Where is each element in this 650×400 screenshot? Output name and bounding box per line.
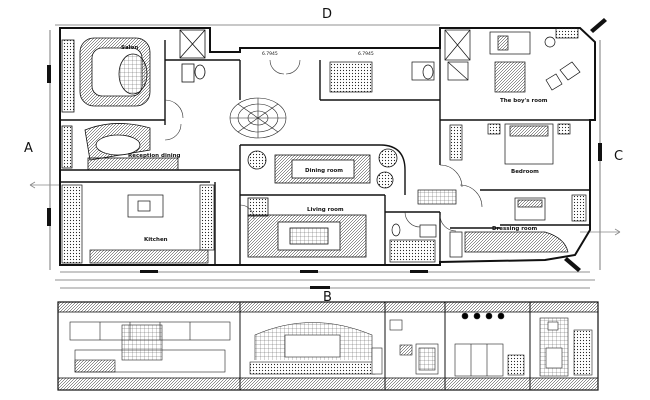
axis-marker-right: C [614, 149, 623, 164]
section-arrows [29, 181, 621, 236]
room-label-saloon: Salon [121, 45, 138, 51]
elevation-living-arch [249, 322, 376, 375]
elevation-kitchen-cabinets [69, 321, 231, 373]
room-label-kitchen: Kitchen [144, 237, 168, 243]
room-label-dressing-room: Dressing room [492, 226, 537, 232]
saloon-furniture [61, 29, 206, 113]
elevation-bath-wall [371, 319, 439, 375]
elevation-wardrobe [454, 312, 525, 377]
dimension-top-right: 6.7945 [358, 51, 374, 57]
axis-ticks [47, 65, 602, 289]
dining-room-furniture [247, 148, 398, 189]
room-label-dining-room: Dining room [305, 168, 343, 174]
room-label-boys-room: The boy's room [500, 98, 548, 104]
living-room-furniture [247, 197, 367, 258]
dimension-top-left: 6.7945 [262, 51, 278, 57]
axis-marker-top: D [322, 7, 332, 22]
room-label-bedroom: Bedroom [511, 169, 539, 175]
boys-room-furniture [444, 27, 581, 93]
reception-dining-furniture [61, 123, 179, 171]
dressing-room-furniture [449, 231, 569, 258]
kitchen-furniture [61, 184, 215, 264]
north-arrows [564, 18, 607, 272]
room-label-reception-dining: Reception dining [128, 153, 181, 159]
bedroom-furniture [449, 123, 587, 222]
door-swings [164, 59, 483, 232]
room-label-living-room: Living room [307, 207, 344, 213]
axis-marker-bottom: B [323, 290, 332, 305]
bottom-bathroom-fixtures [389, 189, 457, 263]
axis-marker-left: A [24, 141, 33, 156]
section-elevation [57, 301, 599, 391]
elevation-shower [539, 317, 593, 377]
top-bathroom-fixtures [329, 61, 469, 93]
hall-rosette [229, 97, 287, 139]
